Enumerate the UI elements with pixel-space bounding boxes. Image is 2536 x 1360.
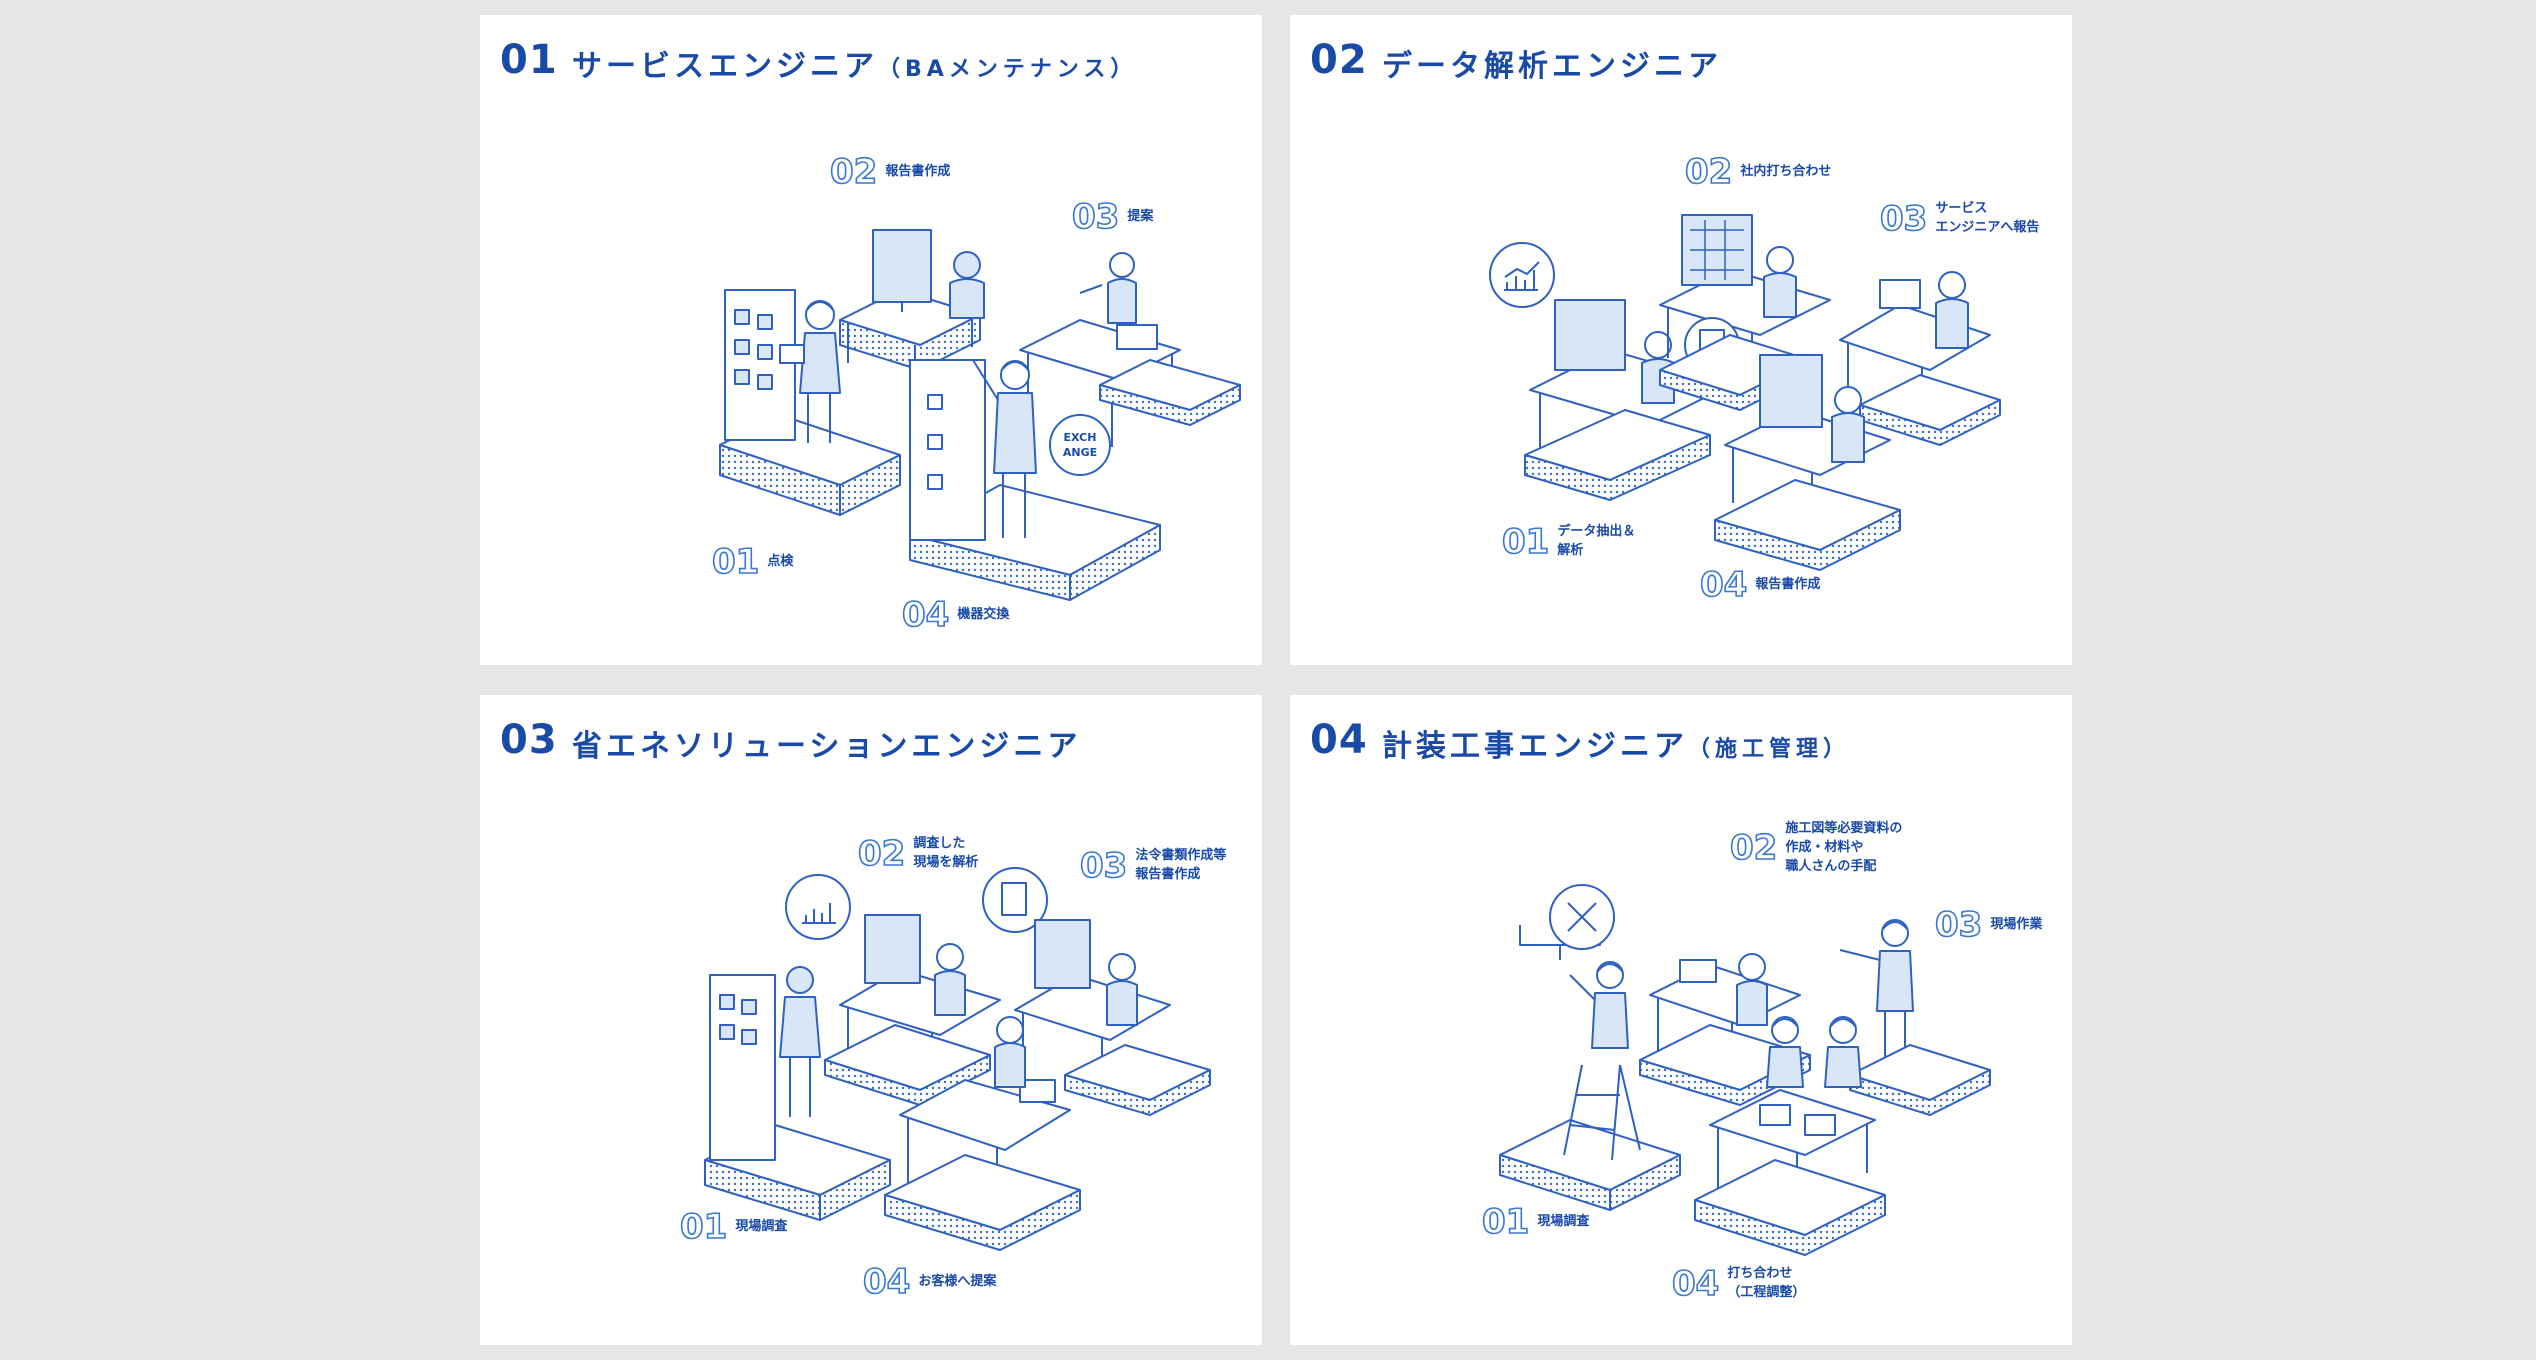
illustration-service-engineer: EXCH ANGE <box>719 229 1241 601</box>
panel-number: 03 <box>500 717 558 763</box>
panel-data-analysis-engineer: 02 データ解析エンジニア <box>1290 15 2072 665</box>
panel-title-sub: （施工管理） <box>1688 737 1851 762</box>
exchange-badge-line1: EXCH <box>1064 431 1097 444</box>
illustration-energy-saving <box>704 867 1211 1251</box>
panel-number: 02 <box>1310 37 1368 83</box>
illustration-data-analysis <box>1489 214 2001 571</box>
panel-title: データ解析エンジニア <box>1382 49 1722 84</box>
panel-title-sub: （BAメンテナンス） <box>878 57 1138 82</box>
panel-number: 04 <box>1310 717 1368 763</box>
panel-number: 01 <box>500 37 558 83</box>
exchange-badge-line2: ANGE <box>1063 446 1097 459</box>
panel-service-engineer: 01 サービスエンジニア（BAメンテナンス） <box>480 15 1262 665</box>
panel-title: 省エネソリューションエンジニア <box>572 729 1082 764</box>
panel-title: 計装工事エンジニア（施工管理） <box>1382 729 1851 764</box>
panel-energy-saving-engineer: 03 省エネソリューションエンジニア <box>480 695 1262 1345</box>
panel-title: サービスエンジニア（BAメンテナンス） <box>572 49 1138 84</box>
panel-instrumentation-engineer: 04 計装工事エンジニア（施工管理） <box>1290 695 2072 1345</box>
illustration-instrumentation <box>1499 884 1991 1256</box>
